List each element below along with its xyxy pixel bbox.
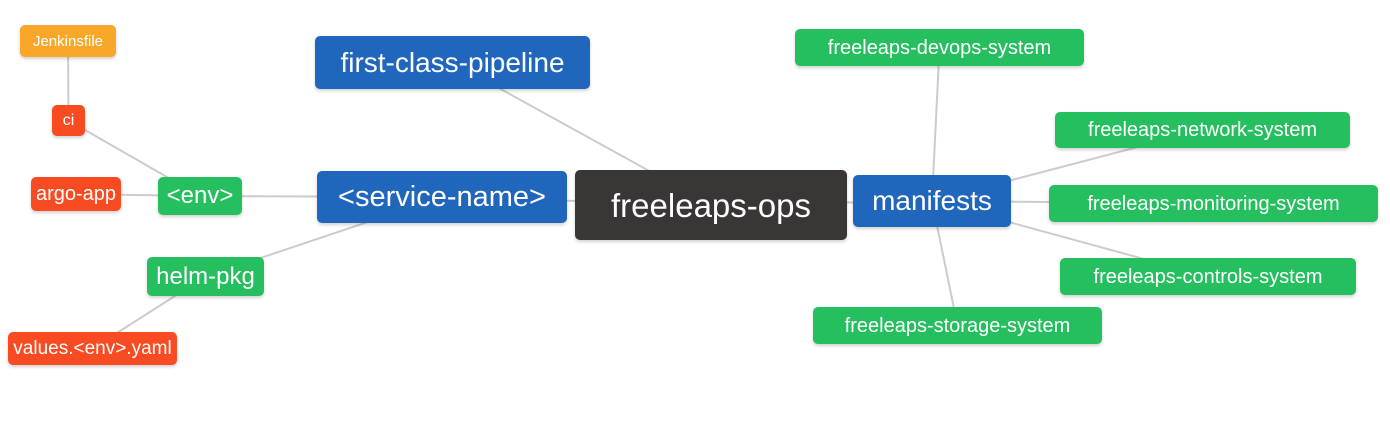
- node-argo-app[interactable]: argo-app: [31, 177, 121, 211]
- node-helm-pkg[interactable]: helm-pkg: [147, 257, 264, 296]
- node-ci[interactable]: ci: [52, 105, 85, 136]
- node-monitoring-system[interactable]: freeleaps-monitoring-system: [1049, 185, 1378, 222]
- node-jenkinsfile[interactable]: Jenkinsfile: [20, 25, 116, 57]
- node-service-name[interactable]: <service-name>: [317, 171, 567, 223]
- node-values-env-yaml[interactable]: values.<env>.yaml: [8, 332, 177, 365]
- node-freeleaps-ops[interactable]: freeleaps-ops: [575, 170, 847, 240]
- node-manifests[interactable]: manifests: [853, 175, 1011, 227]
- node-env[interactable]: <env>: [158, 177, 242, 215]
- node-devops-system[interactable]: freeleaps-devops-system: [795, 29, 1084, 66]
- node-controls-system[interactable]: freeleaps-controls-system: [1060, 258, 1356, 295]
- node-first-class-pipeline[interactable]: first-class-pipeline: [315, 36, 590, 89]
- node-storage-system[interactable]: freeleaps-storage-system: [813, 307, 1102, 344]
- node-network-system[interactable]: freeleaps-network-system: [1055, 112, 1350, 148]
